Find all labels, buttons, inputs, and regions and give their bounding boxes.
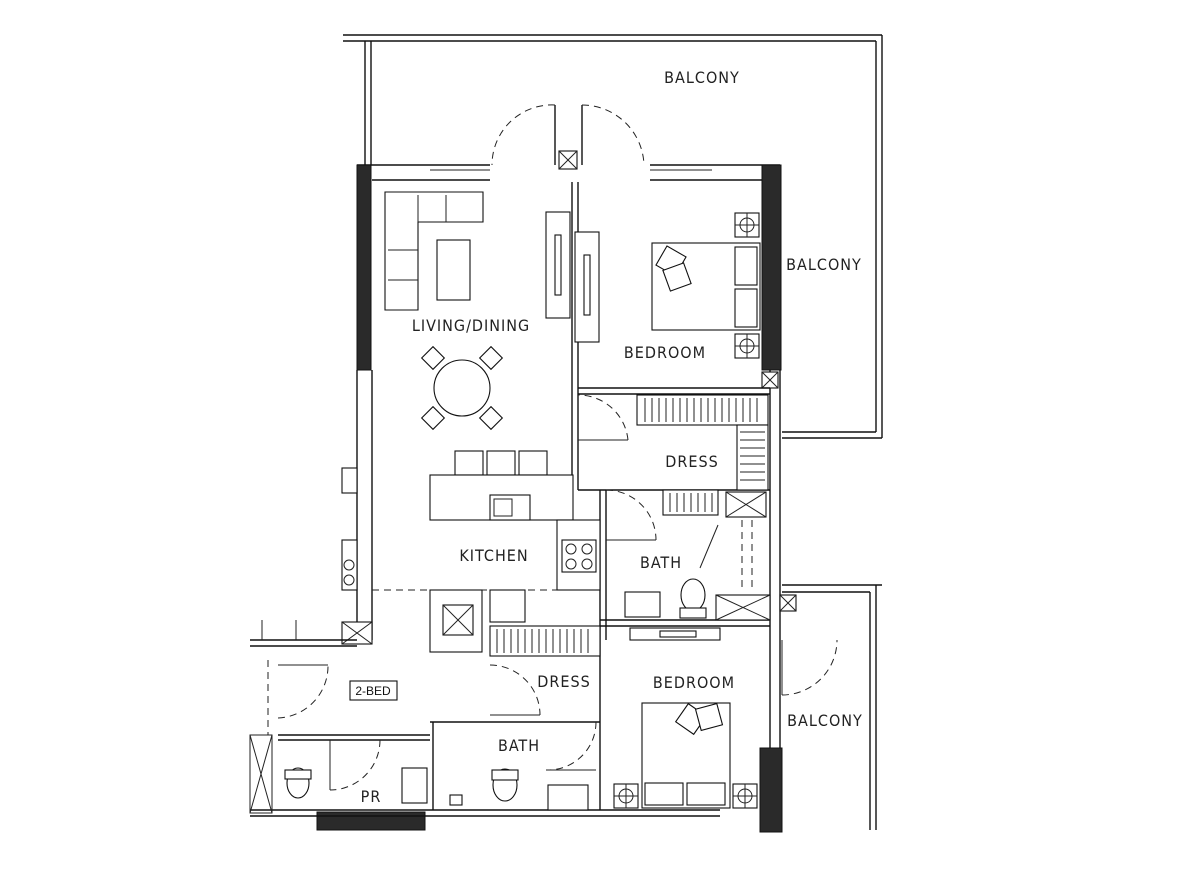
label-bedroom-master: BEDROOM: [624, 343, 706, 362]
label-dress-master: DRESS: [665, 452, 718, 471]
balcony-lower-outline: [779, 584, 882, 830]
label-balcony-top: BALCONY: [664, 68, 740, 87]
master-bath-fixtures: [624, 520, 771, 621]
wardrobes: [489, 394, 769, 657]
powder-room-fixtures: [284, 767, 428, 804]
balcony-top-outline: [343, 34, 883, 439]
label-kitchen: KITCHEN: [459, 546, 528, 565]
label-dress-second: DRESS: [537, 672, 590, 691]
unit-type-tag: 2-BED: [355, 684, 391, 698]
second-bedroom-furniture: [613, 627, 758, 809]
label-living-dining: LIVING/DINING: [412, 316, 530, 335]
master-bedroom-furniture: [651, 212, 761, 359]
sofa: [384, 191, 484, 311]
exterior-walls: [316, 164, 783, 833]
label-balcony-right-upper: BALCONY: [786, 255, 862, 274]
interior-walls: [249, 182, 770, 817]
label-bath-second: BATH: [498, 736, 540, 755]
label-powder-room: PR: [361, 787, 382, 806]
interior-doors: [277, 394, 838, 791]
unit-tag-box: [349, 680, 398, 701]
label-bedroom-second: BEDROOM: [653, 673, 735, 692]
tv-units: [545, 211, 600, 343]
dining-table: [420, 345, 504, 431]
balcony-doors: [491, 104, 645, 170]
label-bath-master: BATH: [640, 553, 682, 572]
second-bath-fixtures: [449, 768, 589, 811]
kitchen-counters: [341, 450, 601, 653]
label-balcony-right-lower: BALCONY: [787, 711, 863, 730]
